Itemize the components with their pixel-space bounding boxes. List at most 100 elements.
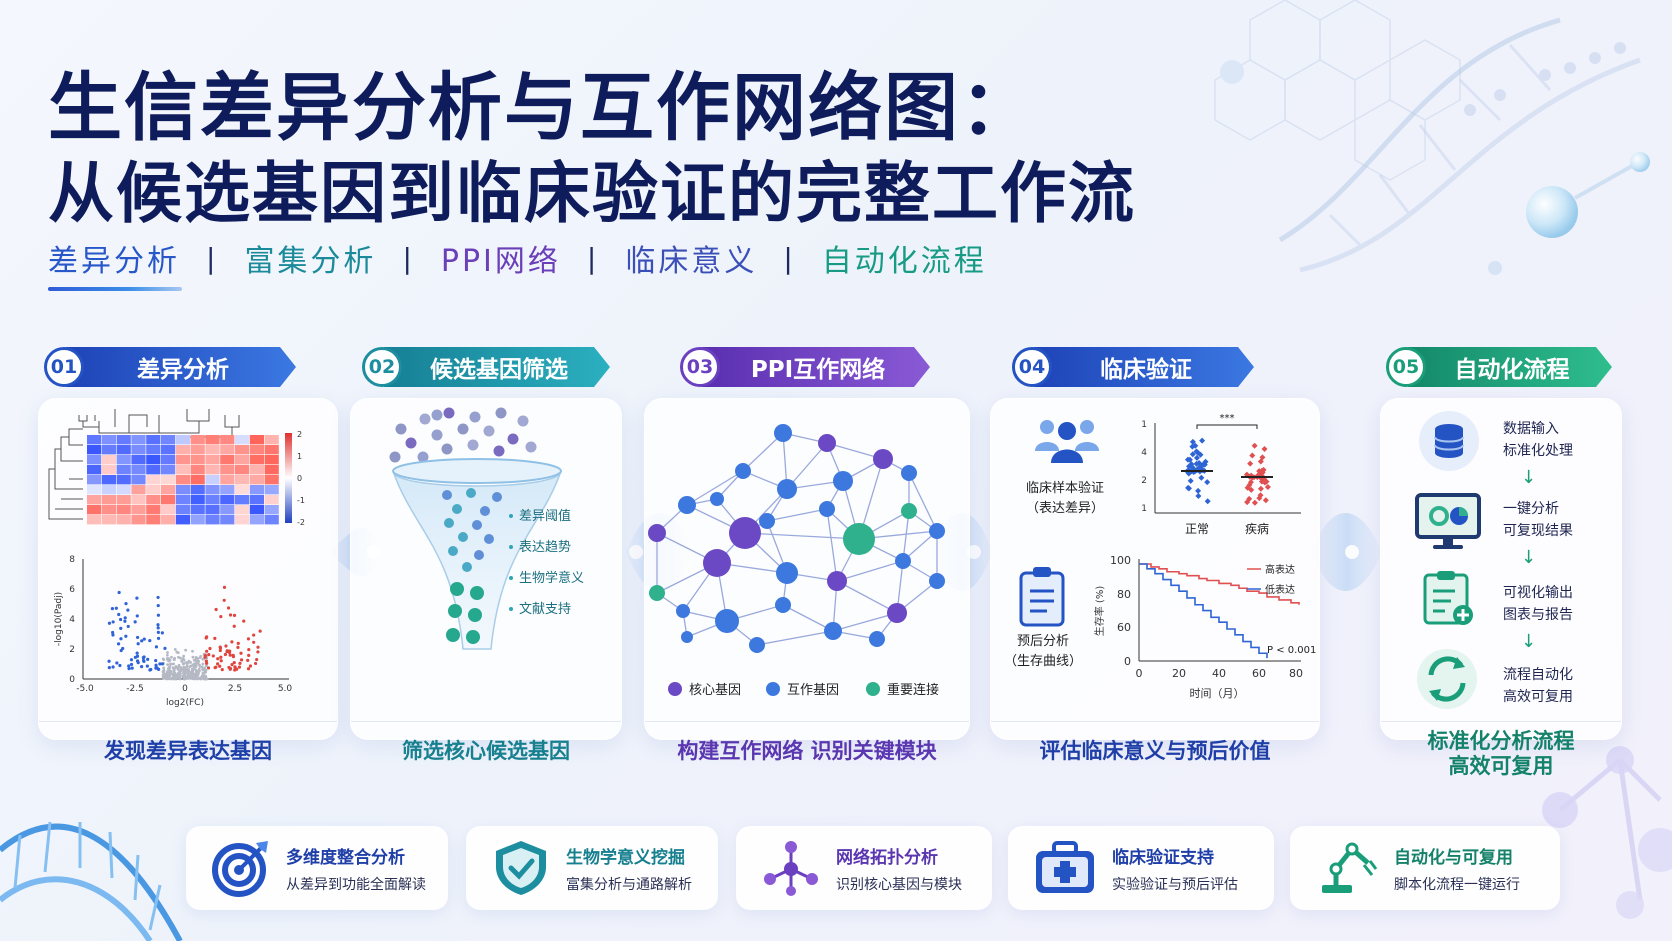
volcano-point <box>187 659 191 663</box>
target-icon <box>212 841 268 897</box>
ppi-edge <box>744 532 860 540</box>
panel-automation: 数据输入 标准化处理 ↓ 一键分析 可复现结果 ↓ 可视化输出 图表与报告 ↓ … <box>1380 398 1622 778</box>
volcano-point <box>184 668 188 672</box>
heatmap-cell <box>146 485 161 495</box>
heatmap-cell <box>220 495 235 505</box>
ppi-edge <box>686 470 744 506</box>
feature-automation-reuse: 自动化与可复用 脚本化流程一键运行 <box>1290 826 1560 910</box>
heatmap-cell <box>87 465 102 475</box>
tag-separator: | <box>206 241 219 275</box>
scatter-point-disease <box>1263 478 1270 485</box>
heatmap-cell <box>161 465 176 475</box>
ppi-node <box>901 465 917 481</box>
feature-network-topology: 网络拓扑分析 识别核心基因与模块 <box>736 826 992 910</box>
ppi-node <box>710 492 724 506</box>
volcano-point <box>111 630 115 635</box>
sample-validation-label: 临床样本验证 <box>1026 480 1104 496</box>
feature-multidimensional: 多维度整合分析 从差异到功能全面解读 <box>186 826 448 910</box>
volcano-x-label: log2(FC) <box>166 698 204 708</box>
scatter-point-disease <box>1247 460 1254 467</box>
ppi-node <box>824 622 842 640</box>
volcano-point <box>136 635 140 640</box>
volcano-point <box>154 658 158 663</box>
heatmap-cell <box>235 475 250 485</box>
funnel-dot <box>480 506 490 516</box>
volcano-point <box>124 634 128 638</box>
volcano-point <box>135 651 139 655</box>
ppi-node <box>901 503 917 519</box>
scatter-point-normal <box>1195 487 1202 494</box>
volcano-point <box>107 621 112 625</box>
volcano-point <box>232 624 236 628</box>
volcano-point <box>185 663 189 667</box>
volcano-point <box>222 585 227 589</box>
volcano-point <box>141 655 146 660</box>
shield-check-icon <box>496 841 546 895</box>
scatter-y-tick: 4 <box>1141 448 1147 458</box>
volcano-point <box>135 614 139 618</box>
prognosis-sublabel: （生存曲线） <box>1004 654 1082 669</box>
scatter-point-disease <box>1247 479 1254 486</box>
volcano-point <box>196 661 200 665</box>
volcano-point <box>252 640 256 644</box>
volcano-point <box>238 661 242 665</box>
step-header-4: 04 临床验证 <box>1012 344 1254 390</box>
volcano-point <box>205 649 209 653</box>
volcano-point <box>117 590 121 595</box>
feature-subtitle: 富集分析与通路解析 <box>566 876 692 893</box>
heatmap-cell <box>87 445 102 455</box>
heatmap-cell <box>264 475 279 485</box>
step-number-4: 04 <box>1012 347 1052 387</box>
heatmap-cell <box>146 435 161 445</box>
ppi-node <box>775 597 791 613</box>
heatmap-cell <box>131 455 146 465</box>
feature-clinical-support: 临床验证支持 实验验证与预后评估 <box>1008 826 1274 910</box>
volcano-point <box>174 666 178 670</box>
scatter-point-disease <box>1258 478 1265 485</box>
heatmap-cell <box>87 435 102 445</box>
scatter-point-normal <box>1198 463 1205 470</box>
volcano-point <box>258 629 262 633</box>
ppi-node <box>873 449 893 469</box>
volcano-point <box>242 619 246 623</box>
heatmap-cell <box>205 505 220 515</box>
funnel-input-dots <box>389 407 537 463</box>
heatmap-cell <box>161 495 176 505</box>
volcano-point <box>213 636 217 640</box>
funnel-dot <box>448 546 458 556</box>
heatmap-cell <box>249 455 264 465</box>
ppi-edge <box>756 630 834 646</box>
scatter-point-disease <box>1251 442 1258 449</box>
scatter-y-tick: 1 <box>1141 504 1147 514</box>
heatmap-cell <box>235 515 250 525</box>
funnel-output-dot <box>450 582 464 596</box>
volcano-point <box>190 667 194 671</box>
volcano-point <box>165 675 169 679</box>
volcano-point <box>206 666 211 670</box>
ppi-node <box>648 524 666 542</box>
volcano-point <box>160 662 165 666</box>
volcano-y-label: -log10(Padj) <box>54 592 64 646</box>
heatmap-cell <box>190 475 205 485</box>
funnel-output-dot <box>470 586 484 600</box>
funnel-dot <box>444 518 454 528</box>
volcano-point <box>247 647 251 652</box>
feature-subtitle: 实验验证与预后评估 <box>1112 876 1238 893</box>
heatmap-cell <box>161 505 176 515</box>
topic-tags: 差异分析 | 富集分析 | PPI网络 | 临床意义 | 自动化流程 <box>48 236 987 280</box>
tag-separator: | <box>402 241 415 275</box>
scatter-point-normal <box>1193 460 1200 467</box>
volcano-point <box>248 664 253 668</box>
heatmap-cell <box>249 485 264 495</box>
volcano-point <box>239 651 243 655</box>
heatmap-cell <box>205 495 220 505</box>
heatmap-cell <box>249 475 264 485</box>
heatmap-cell <box>161 485 176 495</box>
km-x-tick: 80 <box>1289 667 1303 680</box>
volcano-point <box>182 662 186 665</box>
volcano-point <box>230 640 234 644</box>
km-curve-high <box>1139 563 1300 605</box>
heatmap-cell <box>101 465 116 475</box>
scale-label: 0 <box>297 474 302 483</box>
volcano-point <box>187 675 190 678</box>
